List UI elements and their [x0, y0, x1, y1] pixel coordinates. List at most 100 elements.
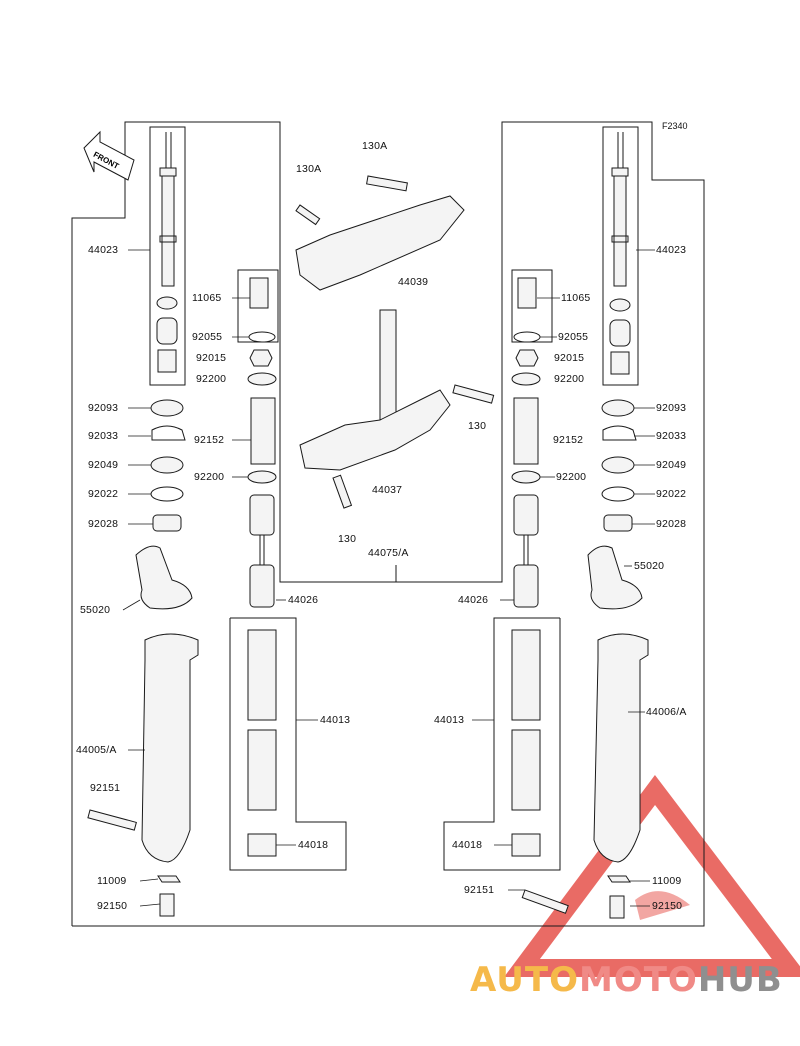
label-44005-left: 44005/A — [76, 744, 117, 756]
right-nut — [515, 349, 539, 367]
label-130A-side: 130A — [296, 163, 322, 175]
label-130-right: 130 — [468, 420, 487, 432]
left-bolt-92150 — [159, 893, 175, 917]
left-washer-11009 — [157, 875, 181, 883]
right-spacer — [513, 397, 539, 465]
label-44037: 44037 — [372, 484, 403, 496]
right-oring — [513, 331, 541, 343]
right-cap-bolt — [517, 277, 537, 309]
label-92200-left-a: 92200 — [196, 373, 227, 385]
label-92022-right: 92022 — [656, 488, 687, 500]
label-44018-left: 44018 — [298, 839, 329, 851]
right-fork-guard — [587, 545, 643, 610]
label-92150-left: 92150 — [97, 900, 128, 912]
left-clip — [151, 425, 186, 441]
right-bushing — [603, 514, 633, 532]
left-bushing-44018 — [247, 833, 277, 857]
label-44006-right: 44006/A — [646, 706, 687, 718]
bolt-130-1 — [452, 384, 495, 404]
watermark-hub: HUB — [697, 960, 783, 1000]
label-92151-right: 92151 — [464, 884, 495, 896]
figure-code: F2340 — [662, 121, 688, 131]
right-washer-a — [511, 372, 541, 386]
label-92028-left: 92028 — [88, 518, 119, 530]
label-55020-right: 55020 — [634, 560, 665, 572]
front-arrow-icon — [83, 130, 135, 181]
bolt-130A-1 — [295, 204, 321, 226]
label-44013-right: 44013 — [434, 714, 465, 726]
label-44026-right: 44026 — [458, 594, 489, 606]
left-cap-bolt — [249, 277, 269, 309]
left-washer-c — [150, 486, 184, 502]
right-clip — [602, 425, 637, 441]
left-rod-spring — [156, 317, 178, 345]
label-92151-left: 92151 — [90, 782, 121, 794]
left-washer-b — [247, 470, 277, 484]
label-92033-right: 92033 — [656, 430, 687, 442]
right-dust-seal — [601, 399, 635, 417]
outer-frame — [71, 121, 705, 927]
label-44018-right: 44018 — [452, 839, 483, 851]
label-92200-right-a: 92200 — [554, 373, 585, 385]
watermark-triangle — [504, 775, 800, 977]
left-spring — [249, 494, 275, 608]
label-92033-left: 92033 — [88, 430, 119, 442]
right-inner-tube-top — [511, 629, 541, 721]
bolt-130A-2 — [366, 175, 408, 192]
label-92049-left: 92049 — [88, 459, 119, 471]
leader-lines — [122, 249, 655, 907]
left-bushing — [152, 514, 182, 532]
right-spring — [513, 494, 539, 608]
right-inner-tube-bottom — [511, 729, 541, 811]
right-outer-tube — [593, 633, 649, 863]
left-dust-seal — [150, 399, 184, 417]
upper-triple-clamp — [295, 195, 465, 291]
label-44023-left: 44023 — [88, 244, 119, 256]
watermark-moto: MOTO — [578, 960, 698, 1000]
label-44023-right: 44023 — [656, 244, 687, 256]
left-rod-ring — [156, 296, 178, 310]
label-130-bottom: 130 — [338, 533, 357, 545]
left-nut — [249, 349, 273, 367]
label-11009-left: 11009 — [97, 875, 127, 887]
left-inner-tube-bottom — [247, 729, 277, 811]
left-oil-seal — [150, 456, 184, 474]
right-bolt-92151 — [521, 889, 569, 914]
left-bolt-92151 — [87, 809, 137, 831]
label-55020-left: 55020 — [80, 604, 111, 616]
left-spacer — [250, 397, 276, 465]
right-washer-b — [511, 470, 541, 484]
right-damper-rod — [611, 132, 629, 287]
right-bolt-92150 — [609, 895, 625, 919]
right-bushing-44018 — [511, 833, 541, 857]
label-92093-right: 92093 — [656, 402, 687, 414]
right-rod-spring — [609, 319, 631, 347]
label-44039: 44039 — [398, 276, 429, 288]
label-92152-left: 92152 — [194, 434, 225, 446]
label-11065-right: 11065 — [561, 292, 591, 304]
label-44026-left: 44026 — [288, 594, 319, 606]
steering-stem — [379, 309, 397, 431]
label-44013-left: 44013 — [320, 714, 351, 726]
right-washer-11009 — [607, 875, 631, 883]
label-92015-right: 92015 — [554, 352, 585, 364]
right-oil-seal — [601, 456, 635, 474]
right-upper-box — [602, 126, 639, 386]
label-11009-right: 11009 — [652, 875, 682, 887]
left-damper-rod — [159, 132, 177, 287]
label-44075: 44075/A — [368, 547, 409, 559]
left-fork-guard — [135, 545, 193, 610]
label-92049-right: 92049 — [656, 459, 687, 471]
left-rod-piece — [157, 349, 177, 373]
label-130A-top: 130A — [362, 140, 388, 152]
left-washer-a — [247, 372, 277, 386]
left-inner-tube-top — [247, 629, 277, 721]
label-92093-left: 92093 — [88, 402, 119, 414]
label-92200-left-b: 92200 — [194, 471, 225, 483]
label-92055-right: 92055 — [558, 331, 589, 343]
label-92200-right-b: 92200 — [556, 471, 587, 483]
right-washer-c — [601, 486, 635, 502]
left-outer-tube — [141, 633, 199, 863]
